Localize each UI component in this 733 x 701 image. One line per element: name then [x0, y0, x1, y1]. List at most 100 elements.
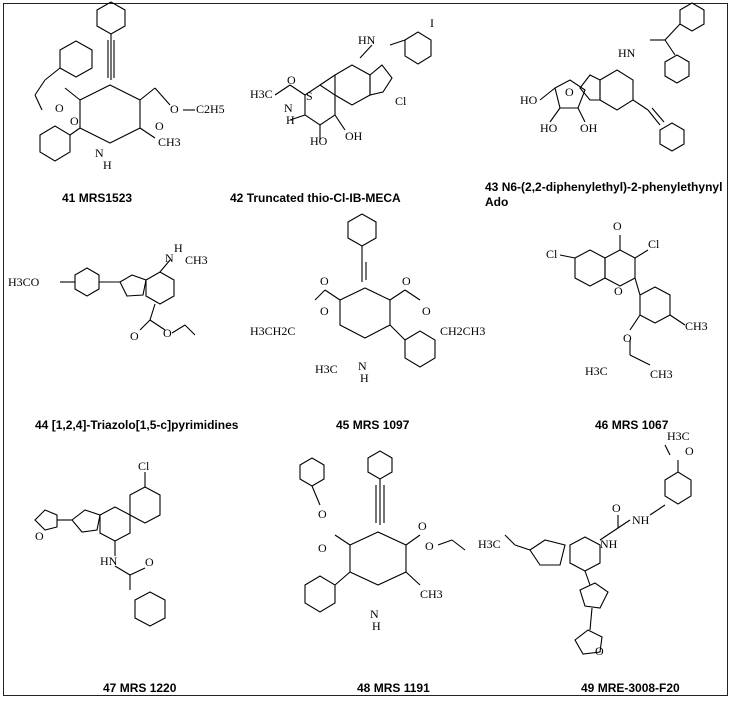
caption-42-number: 42: [230, 191, 244, 205]
atom-45-o3: O: [402, 274, 411, 288]
atom-42-n: N: [284, 101, 293, 115]
atom-47-cl: Cl: [138, 459, 150, 473]
caption-44: 44 [1,2,4]-Triazolo[1,5-c]pyrimidines: [35, 418, 238, 433]
structure-41: O O O O C2H5 N H CH3: [34, 1, 225, 172]
caption-49-name: MRE-3008-F20: [597, 681, 680, 695]
caption-45-name: MRS 1097: [352, 418, 410, 432]
caption-49: 49 MRE-3008-F20: [581, 681, 680, 696]
atom-41-o3: O: [155, 119, 164, 133]
caption-42: 42 Truncated thio-Cl-IB-MECA: [230, 191, 401, 206]
structure-48: O O O O N H CH3: [299, 450, 466, 633]
atom-43-oh: OH: [580, 121, 598, 135]
atom-42-h: H: [286, 113, 295, 127]
caption-48-name: MRS 1191: [373, 681, 430, 695]
atom-42-i: I: [430, 16, 434, 30]
atom-47-o2: O: [145, 555, 154, 569]
atom-49-o: O: [685, 444, 694, 458]
caption-49-number: 49: [581, 681, 595, 695]
atom-44-meo: H3CO: [8, 275, 40, 289]
atom-43-ho2: HO: [540, 121, 558, 135]
caption-46-number: 46: [595, 418, 609, 432]
atom-46-ch3: CH3: [685, 319, 708, 333]
atom-45-et1: H3CH2C: [250, 324, 295, 338]
atom-41-o2: O: [70, 114, 79, 128]
structure-43: HO O HO OH HN: [520, 2, 705, 152]
atom-43-o: O: [565, 85, 574, 99]
atom-45-h3c: H3C: [315, 362, 338, 376]
atom-42-o: O: [287, 73, 296, 87]
caption-48-number: 48: [357, 681, 371, 695]
atom-44-n: N: [165, 251, 174, 265]
structure-44: H3CO N H CH3 O O: [8, 241, 208, 343]
caption-41: 41 MRS1523: [62, 191, 132, 206]
figure-frame: [3, 3, 728, 696]
atom-49-h3c: H3C: [667, 429, 690, 443]
atom-49-nh2: NH: [600, 537, 618, 551]
structure-49: H3C O O NH NH H3C O: [478, 429, 694, 658]
atom-46-cl2: Cl: [648, 237, 660, 251]
atom-49-h3c2: H3C: [478, 537, 501, 551]
atom-44-ch3: CH3: [185, 253, 208, 267]
atom-49-o2: O: [612, 501, 621, 515]
atom-42-nh: HN: [358, 33, 376, 47]
atom-43-hn: HN: [618, 46, 636, 60]
atom-45-o1: O: [320, 304, 329, 318]
atom-42-oh: OH: [345, 129, 363, 143]
atom-48-n: N: [370, 607, 379, 621]
caption-43: 43 N6-(2,2-diphenylethyl)-2-phenylethyny…: [485, 180, 725, 210]
atom-42-s: S: [306, 89, 313, 103]
caption-41-name: MRS1523: [78, 191, 133, 205]
atom-48-o1: O: [318, 507, 327, 521]
atom-48-o3: O: [418, 519, 427, 533]
caption-45: 45 MRS 1097: [336, 418, 409, 433]
caption-47-number: 47: [103, 681, 117, 695]
atom-43-ho: HO: [520, 93, 538, 107]
atom-44-o1: O: [130, 329, 139, 343]
caption-43-name2: Ado: [485, 195, 509, 209]
caption-41-number: 41: [62, 191, 76, 205]
atom-46-o1: O: [613, 219, 622, 233]
caption-47-name: MRS 1220: [119, 681, 177, 695]
atom-47-hn: HN: [100, 554, 118, 568]
caption-44-name: [1,2,4]-Triazolo[1,5-c]pyrimidines: [51, 418, 239, 432]
atom-48-ch3: CH3: [420, 587, 443, 601]
atom-49-nh: NH: [632, 513, 650, 527]
atom-41-h: H: [103, 158, 112, 172]
atom-42-h3c: H3C: [250, 87, 273, 101]
caption-44-number: 44: [35, 418, 49, 432]
atom-46-h3c: H3C: [585, 364, 608, 378]
caption-45-number: 45: [336, 418, 350, 432]
structure-42: I HN Cl H3C O N H S HO OH: [250, 16, 434, 148]
atom-48-o4: O: [425, 539, 434, 553]
atom-45-et2: CH2CH3: [440, 324, 485, 338]
structure-45: H3CH2C CH2CH3 O O O O H3C N H: [250, 213, 485, 385]
atom-45-o2: O: [320, 274, 329, 288]
atom-45-n: N: [358, 359, 367, 373]
atom-46-cl1: Cl: [546, 247, 558, 261]
atom-46-o3: O: [623, 331, 632, 345]
caption-48: 48 MRS 1191: [357, 681, 430, 696]
caption-46-name: MRS 1067: [611, 418, 669, 432]
atom-42-cl: Cl: [395, 94, 407, 108]
structure-47: Cl O HN O: [34, 459, 166, 627]
caption-43-number: 43: [485, 180, 499, 194]
atom-47-o: O: [35, 529, 44, 543]
atom-44-o2: O: [163, 326, 172, 340]
atom-41-o1: O: [55, 101, 64, 115]
atom-41-o4: O: [170, 102, 179, 116]
atom-41-n: N: [95, 146, 104, 160]
atom-49-o3: O: [595, 644, 604, 658]
atom-48-h: H: [372, 619, 381, 633]
atom-48-o2: O: [318, 541, 327, 555]
atom-41-ch3: CH3: [158, 135, 181, 149]
atom-45-h: H: [360, 371, 369, 385]
caption-42-name: Truncated thio-Cl-IB-MECA: [246, 191, 401, 205]
caption-47: 47 MRS 1220: [103, 681, 176, 696]
atom-42-ho: HO: [310, 134, 328, 148]
atom-46-ch3b: CH3: [650, 367, 673, 381]
structure-46: O Cl Cl O O CH3 H3C CH3: [546, 219, 708, 381]
caption-46: 46 MRS 1067: [595, 418, 668, 433]
atom-45-o4: O: [422, 304, 431, 318]
atom-46-o2: O: [614, 284, 623, 298]
